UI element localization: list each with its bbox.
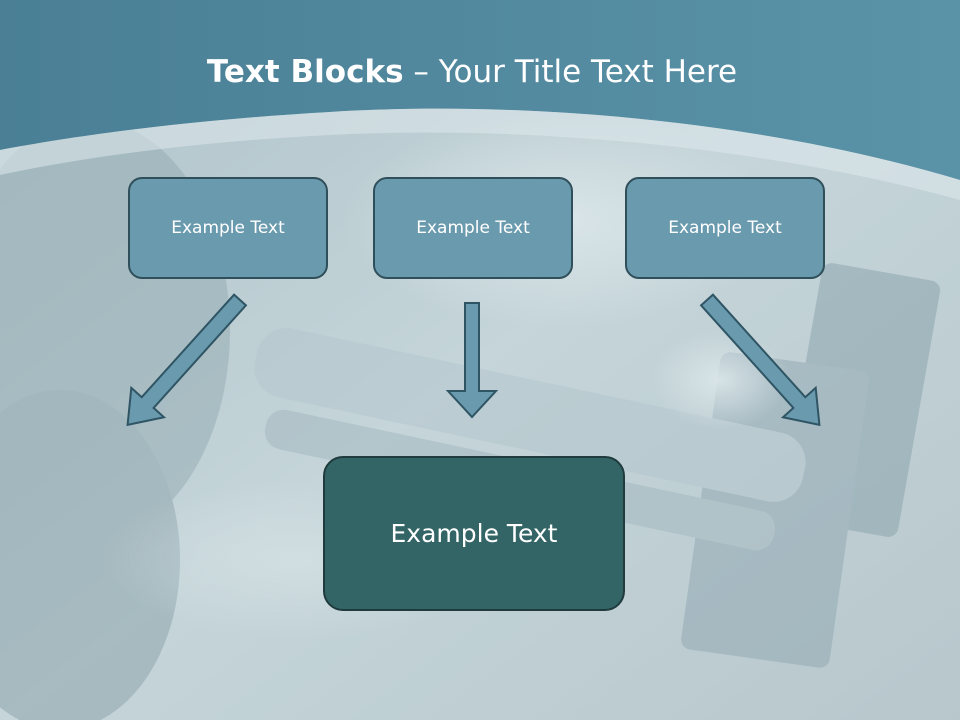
main-text-block-label: Example Text [390,519,558,548]
title-bold-part: Text Blocks [206,54,404,90]
main-text-block[interactable]: Example Text [323,456,625,611]
title-rest-part: Your Title Text Here [438,54,738,90]
text-block-1-label: Example Text [171,218,285,238]
arrow-center [445,302,499,419]
arrow-left [126,293,248,427]
arrow-right [699,293,821,427]
text-block-1[interactable]: Example Text [128,177,328,279]
title-separator: – [403,54,439,90]
slide-title: Text Blocks – Your Title Text Here [0,54,944,90]
text-block-2[interactable]: Example Text [373,177,573,279]
text-block-3[interactable]: Example Text [625,177,825,279]
text-block-2-label: Example Text [416,218,530,238]
text-block-3-label: Example Text [668,218,782,238]
